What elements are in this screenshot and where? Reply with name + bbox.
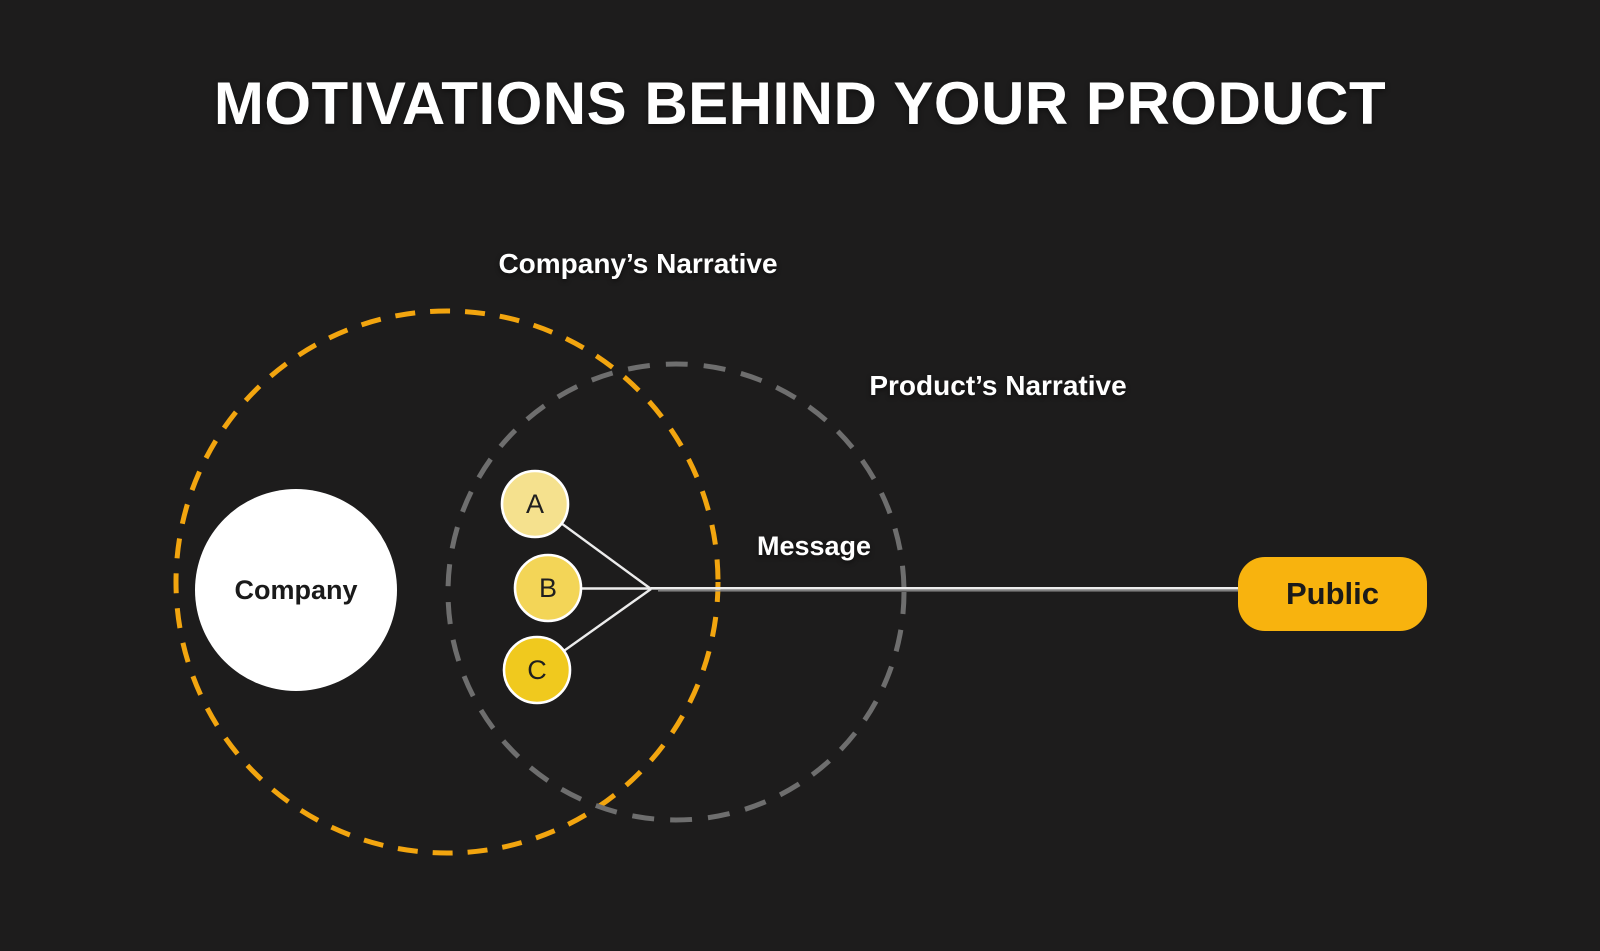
- motivation-c-label: C: [527, 654, 547, 685]
- motivation-b-label: B: [538, 572, 557, 603]
- company-node-label: Company: [234, 574, 358, 605]
- motivation-b-circle: [513, 553, 583, 623]
- company-narrative-label: Company’s Narrative: [498, 248, 778, 279]
- company-narrative-circle: [173, 308, 721, 856]
- motivation-a-circle: [500, 469, 570, 539]
- motivation-a-label: A: [525, 488, 544, 519]
- message-label: Message: [756, 531, 872, 561]
- public-node-rect: [1238, 557, 1427, 631]
- motivation-c-circle: [502, 635, 572, 705]
- company-node-circle: [195, 489, 397, 691]
- product-narrative-label: Product’s Narrative: [869, 370, 1127, 401]
- product-narrative-circle: [445, 361, 907, 823]
- slide-title: MOTIVATIONS BEHIND YOUR PRODUCT: [213, 70, 1387, 137]
- public-node-label: Public: [1285, 576, 1379, 611]
